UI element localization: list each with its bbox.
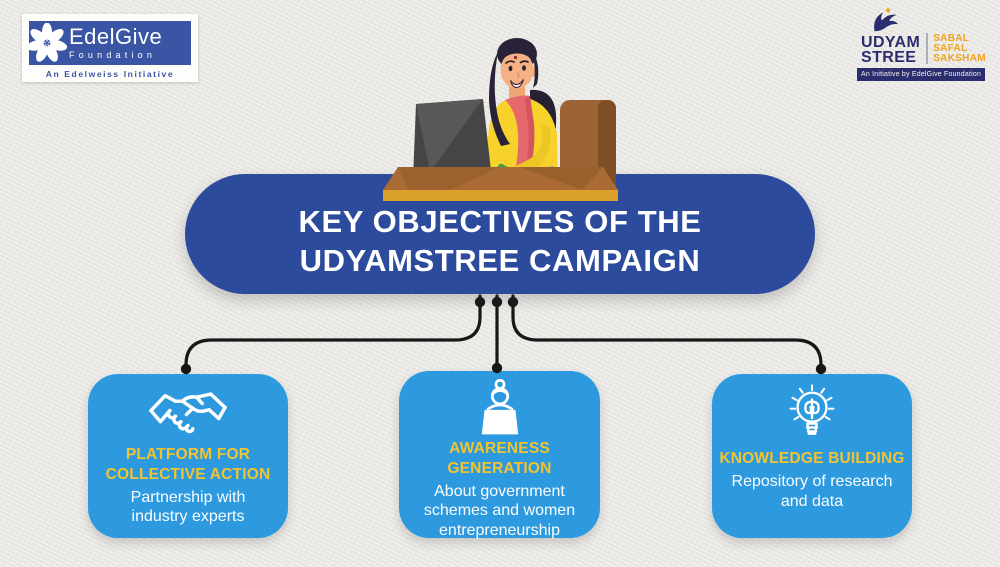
card-body: Partnership with industry experts bbox=[130, 488, 246, 526]
card-title: KNOWLEDGE BUILDING bbox=[719, 450, 905, 467]
edelweiss-flower-icon bbox=[27, 23, 67, 62]
udyamstree-wordmark: UDYAM STREE bbox=[861, 33, 921, 66]
handshake-icon bbox=[147, 384, 229, 442]
udyam-text: UDYAM bbox=[861, 33, 921, 51]
desk bbox=[383, 167, 618, 190]
woman-laptop-illustration bbox=[383, 38, 618, 201]
safal-text: SAFAL bbox=[933, 43, 968, 54]
udyamstree-banner: An Initiative by EdelGive Foundation bbox=[857, 68, 986, 81]
udyamstree-slogan: SABAL SAFAL SAKSHAM bbox=[933, 34, 986, 65]
card-title: PLATFORM FOR COLLECTIVE ACTION bbox=[105, 446, 271, 483]
lightbulb-icon bbox=[786, 384, 838, 446]
logo-divider bbox=[926, 33, 929, 64]
edelgive-sub-text: Foundation bbox=[69, 50, 157, 60]
edelgive-logo-panel: EdelGive Foundation bbox=[27, 21, 191, 65]
card-platform-collective-action: PLATFORM FOR COLLECTIVE ACTION Partnersh… bbox=[88, 367, 288, 538]
card-knowledge-building: KNOWLEDGE BUILDING Repository of researc… bbox=[712, 367, 912, 538]
edelgive-logo: EdelGive Foundation An Edelweiss Initiat… bbox=[22, 14, 198, 82]
woman-speaker-icon bbox=[472, 378, 528, 436]
edelgive-tagline: An Edelweiss Initiative bbox=[45, 69, 175, 79]
card-body: About government schemes and women entre… bbox=[423, 482, 576, 540]
bird-icon bbox=[874, 8, 898, 32]
edelgive-brand-text: EdelGive bbox=[69, 24, 163, 49]
card-body: Repository of research and data bbox=[731, 472, 893, 510]
sabal-text: SABAL bbox=[933, 33, 970, 44]
stree-text: STREE bbox=[861, 48, 917, 66]
udyamstree-logo: UDYAM STREE SABAL SAFAL SAKSHAM An Initi… bbox=[845, 7, 993, 81]
card-awareness-generation: AWARENESS GENERATION About government sc… bbox=[399, 364, 600, 540]
saksham-text: SAKSHAM bbox=[933, 53, 986, 64]
page-title: KEY OBJECTIVES OF THE UDYAMSTREE CAMPAIG… bbox=[298, 203, 702, 278]
card-title: AWARENESS GENERATION bbox=[447, 440, 552, 477]
